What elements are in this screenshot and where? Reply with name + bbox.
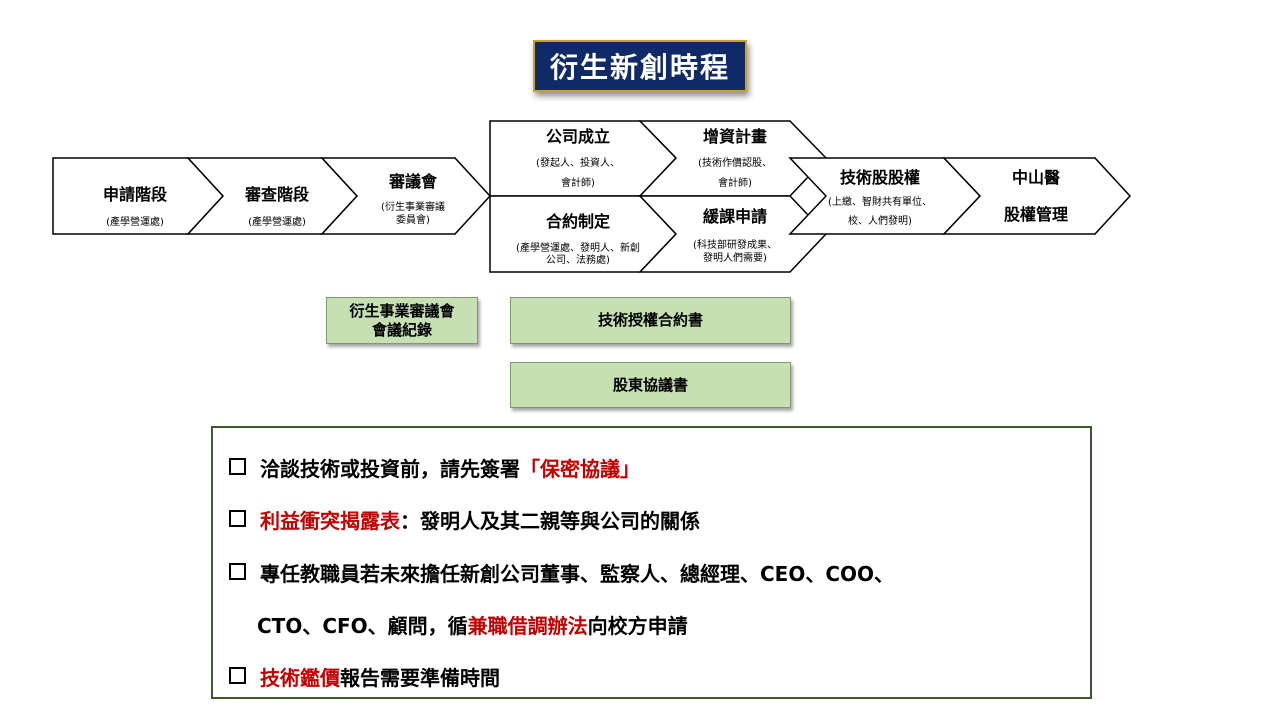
- stage-sub-contract-1: (產學營運處、發明人、新創: [516, 241, 640, 254]
- stage-sub-committee-1: (衍生事業審議: [381, 200, 445, 213]
- stage-title-defer: 緩課申請: [703, 207, 767, 226]
- note-nda-highlight: 「保密協議」: [520, 457, 640, 481]
- stage-title-apply: 申請階段: [103, 185, 168, 204]
- stage-title-committee: 審議會: [388, 172, 438, 191]
- stage-sub-company-1: (發起人、投資人、: [536, 156, 620, 169]
- stage-sub-defer-2: 發明人們需要): [703, 251, 767, 264]
- note-valuation: 技術鑑價報告需要準備時間: [229, 662, 500, 691]
- stage-title-management: 中山醫: [1012, 168, 1060, 187]
- stage-shape-committee: [320, 157, 492, 235]
- note-parttime-line2-post: 向校方申請: [587, 614, 688, 638]
- checkbox-icon: [229, 563, 246, 580]
- note-valuation-highlight: 技術鑑價: [260, 666, 340, 690]
- stage-sub-equity-1: (上繳、智財共有單位、: [828, 195, 932, 208]
- license-agreement-document: 技術授權合約書: [510, 297, 791, 344]
- note-nda: 洽談技術或投資前，請先簽署「保密協議」: [229, 453, 640, 482]
- stage-sub-capital-2: 會計師): [718, 176, 752, 189]
- stage-title-equity: 技術股股權: [840, 168, 920, 187]
- page-title: 衍生新創時程: [533, 40, 747, 92]
- process-flow-diagram: 申請階段 (產學營運處) 審查階段 (產學營運處) 審議會 (衍生事業審議 委員…: [52, 120, 1132, 273]
- shareholder-agreement-document: 股東協議書: [510, 362, 791, 408]
- stage-title-company: 公司成立: [546, 127, 610, 146]
- stage-shape-defer: [638, 195, 828, 273]
- checkbox-icon: [229, 667, 246, 684]
- note-parttime-cont: CTO、CFO、顧問，循兼職借調辦法向校方申請: [257, 610, 688, 639]
- note-conflict-text: ：發明人及其二親等與公司的關係: [400, 509, 700, 533]
- committee-minutes-line2: 會議紀錄: [371, 320, 432, 339]
- stage-title-review: 審查階段: [244, 185, 310, 204]
- stage-sub-apply: (產學營運處): [106, 215, 164, 228]
- stage-sub-capital-1: (技術作價認股、: [698, 156, 772, 169]
- note-valuation-text: 報告需要準備時間: [340, 666, 500, 690]
- note-parttime-highlight: 兼職借調辦法: [467, 614, 588, 638]
- committee-minutes-document: 衍生事業審議會 會議紀錄: [326, 297, 478, 344]
- stage-sub-defer-1: (科技部研發成果、: [693, 238, 777, 251]
- note-parttime-line2-pre: CTO、CFO、顧問，循: [257, 614, 468, 638]
- stage-title-capital: 增資計畫: [703, 127, 767, 146]
- note-nda-text: 洽談技術或投資前，請先簽署: [260, 457, 520, 481]
- stage-sub-equity-2: 校、人們發明): [848, 214, 912, 227]
- note-conflict-highlight: 利益衝突揭露表: [260, 509, 400, 533]
- note-parttime: 專任教職員若未來擔任新創公司董事、監察人、總經理、CEO、COO、: [229, 558, 894, 587]
- page-title-text: 衍生新創時程: [549, 51, 730, 84]
- stage-sub-review: (產學營運處): [248, 215, 306, 228]
- committee-minutes-line1: 衍生事業審議會: [349, 301, 455, 320]
- stage-title-contract: 合約制定: [546, 212, 610, 231]
- stage-sub-committee-2: 委員會): [396, 213, 430, 226]
- checkbox-icon: [229, 510, 246, 527]
- note-conflict: 利益衝突揭露表：發明人及其二親等與公司的關係: [229, 505, 700, 534]
- notes-box: 洽談技術或投資前，請先簽署「保密協議」 利益衝突揭露表：發明人及其二親等與公司的…: [211, 426, 1092, 699]
- stage-shape-management: [942, 157, 1132, 235]
- note-parttime-line1: 專任教職員若未來擔任新創公司董事、監察人、總經理、CEO、COO、: [260, 562, 895, 586]
- stage-sub-company-2: 會計師): [561, 176, 595, 189]
- stage-title-management-2: 股權管理: [1004, 205, 1068, 224]
- checkbox-icon: [229, 458, 246, 475]
- stage-sub-contract-2: 公司、法務處): [546, 253, 610, 266]
